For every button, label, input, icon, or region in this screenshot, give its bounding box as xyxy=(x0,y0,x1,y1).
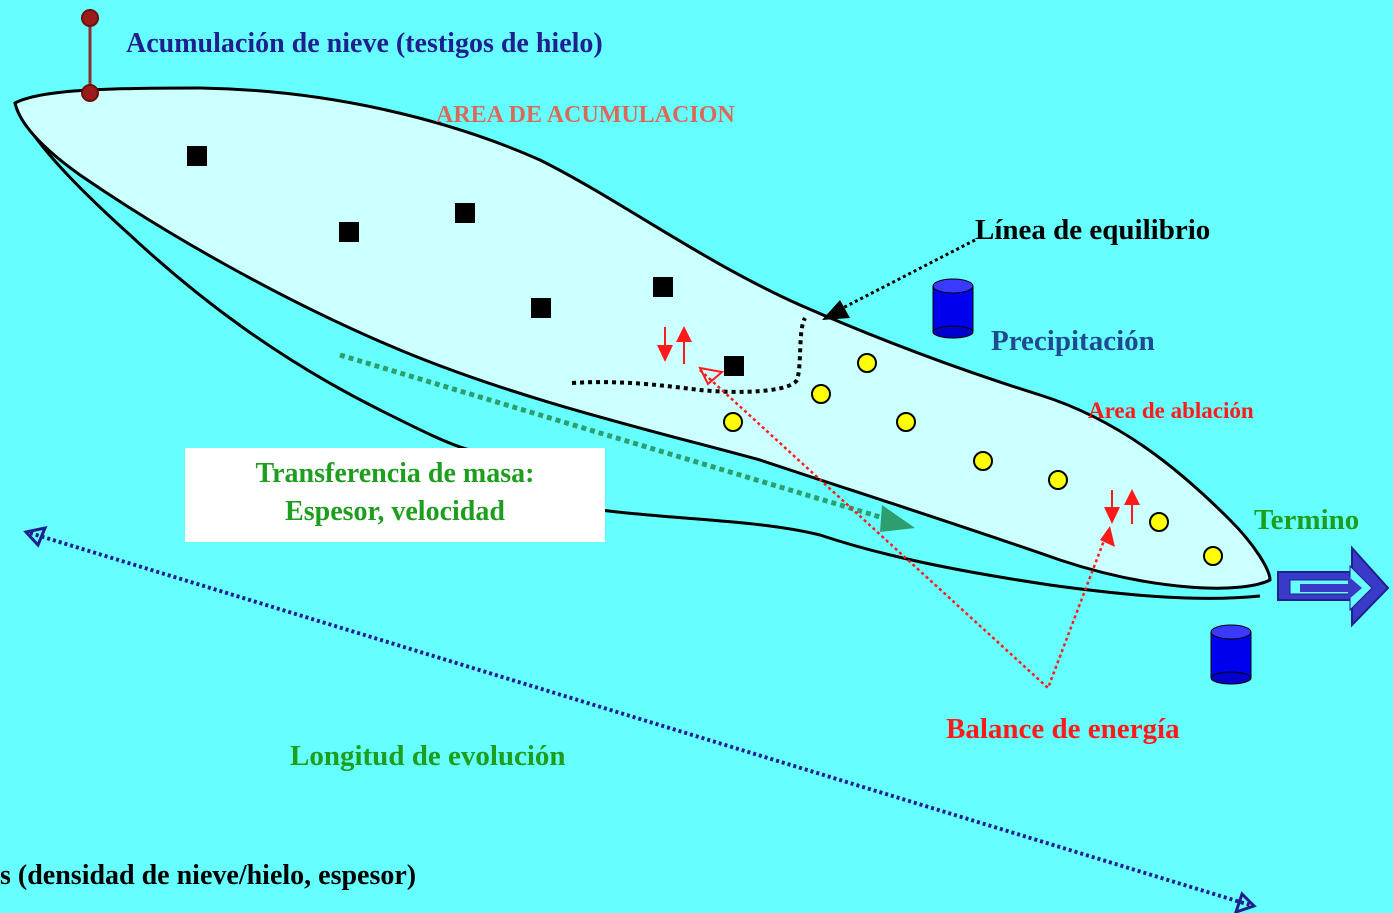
equilibrium-line-pointer xyxy=(834,238,976,314)
mass-transfer-arrow xyxy=(339,352,891,523)
ablation-stake xyxy=(973,451,993,471)
energy-balance-label: Balance de energía xyxy=(946,713,1180,745)
mass-transfer-subtitle: Espesor, velocidad xyxy=(285,496,505,527)
bottom-caption: s (densidad de nieve/hielo, espesor) xyxy=(0,860,417,891)
energy-balance-arrowhead-right xyxy=(1100,526,1115,547)
energy-flux-icon xyxy=(657,326,692,364)
glacier-bed-outline-lower xyxy=(599,508,1261,600)
precipitation-label: Precipitación xyxy=(991,325,1155,357)
precipitation-gauge-icon xyxy=(1210,624,1252,685)
accumulation-area-label: AREA DE ACUMULACION xyxy=(436,102,735,128)
accumulation-stake xyxy=(339,222,359,242)
terminus-label: Termino xyxy=(1254,504,1360,536)
equilibrium-line-arrowhead xyxy=(822,300,850,320)
ablation-area-label: Area de ablación xyxy=(1088,398,1254,423)
ablation-stake xyxy=(811,384,831,404)
accumulation-stake xyxy=(455,203,475,223)
glacier-body xyxy=(13,86,1272,590)
energy-balance-arrowhead-left xyxy=(698,366,725,386)
snow-accumulation-label: Acumulación de nieve (testigos de hielo) xyxy=(126,28,603,59)
glacier-bed-outline xyxy=(13,102,471,452)
accumulation-stake xyxy=(531,298,551,318)
ablation-stake xyxy=(723,412,743,432)
ablation-stake xyxy=(896,412,916,432)
ablation-stake xyxy=(1203,546,1223,566)
accumulation-stake xyxy=(653,277,673,297)
energy-flux-icon xyxy=(1104,489,1140,524)
mass-transfer-arrowhead xyxy=(880,505,915,532)
ice-core-top-marker xyxy=(81,9,99,27)
accumulation-stake xyxy=(187,146,207,166)
precipitation-gauge-icon xyxy=(932,278,974,339)
ablation-stake xyxy=(1048,470,1068,490)
ice-core-bottom-marker xyxy=(81,84,99,102)
evolution-length-arrowhead-start xyxy=(23,525,48,548)
equilibrium-line-label: Línea de equilibrio xyxy=(975,214,1211,246)
evolution-length-arrowhead-end xyxy=(1234,891,1257,913)
equilibrium-line xyxy=(571,316,807,394)
mass-transfer-title: Transferencia de masa: xyxy=(255,458,535,489)
evolution-length-label: Longitud de evolución xyxy=(290,740,566,772)
mass-transfer-box: Transferencia de masa: Espesor, velocida… xyxy=(185,448,605,542)
terminus-arrow-icon xyxy=(1277,545,1390,628)
evolution-length-arrow xyxy=(29,531,1251,907)
ablation-stake xyxy=(1149,512,1169,532)
energy-balance-arrow xyxy=(699,369,1110,691)
ablation-stake xyxy=(857,353,877,373)
accumulation-stake xyxy=(724,356,744,376)
